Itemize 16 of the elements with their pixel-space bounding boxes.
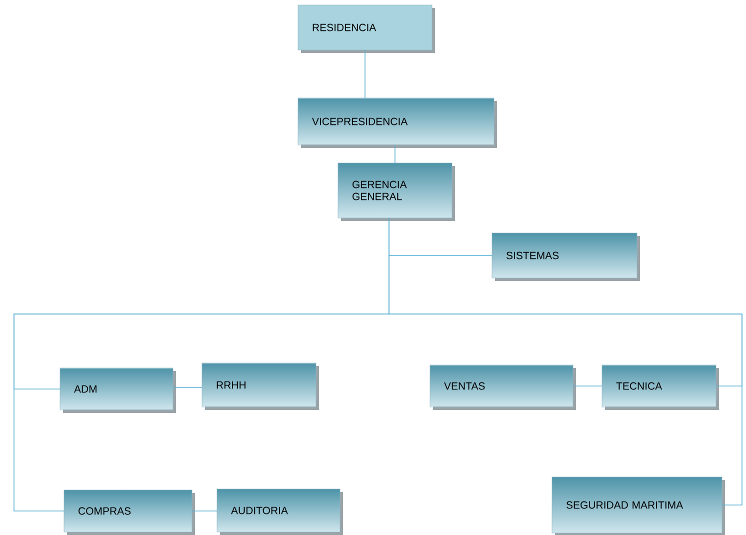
org-box: TECNICA [602,364,720,410]
connector-line [172,387,202,388]
connector-line [388,218,742,506]
org-box: SISTEMAS [492,232,640,281]
org-box: VENTAS [430,364,576,410]
org-box: GERENCIA GENERAL [338,162,455,221]
org-box: COMPRAS [64,490,195,535]
org-box: RRHH [202,362,319,410]
connector-line [364,50,366,98]
org-box: ADM [60,368,176,413]
org-box: SEGURIDAD MARITIMA [552,476,725,535]
org-box: AUDITORIA [216,488,343,535]
connector-line [394,144,396,164]
org-box: VICEPRESIDENCIA [298,98,497,148]
connector-line [192,510,218,512]
org-box: RESIDENCIA [298,4,435,53]
